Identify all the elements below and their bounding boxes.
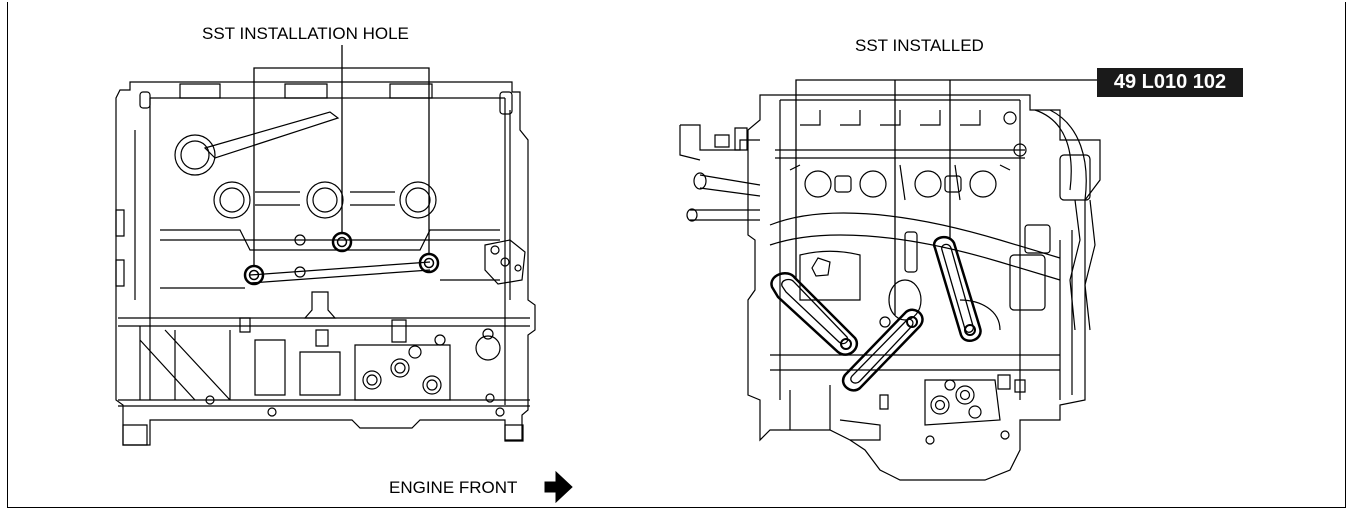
engine-front-label: ENGINE FRONT (389, 478, 518, 497)
part-number-callout: 49 L010 102 (1097, 68, 1243, 97)
sst-tools (771, 80, 1097, 390)
sst-installed-label: SST INSTALLED (855, 36, 984, 55)
arrow-right-icon (545, 472, 572, 502)
sst-installation-holes (245, 45, 438, 284)
left-engine-block (116, 82, 535, 445)
sst-installation-hole-label: SST INSTALLATION HOLE (202, 24, 409, 43)
figure-frame (7, 2, 1346, 508)
right-engine-assembly (680, 95, 1100, 480)
